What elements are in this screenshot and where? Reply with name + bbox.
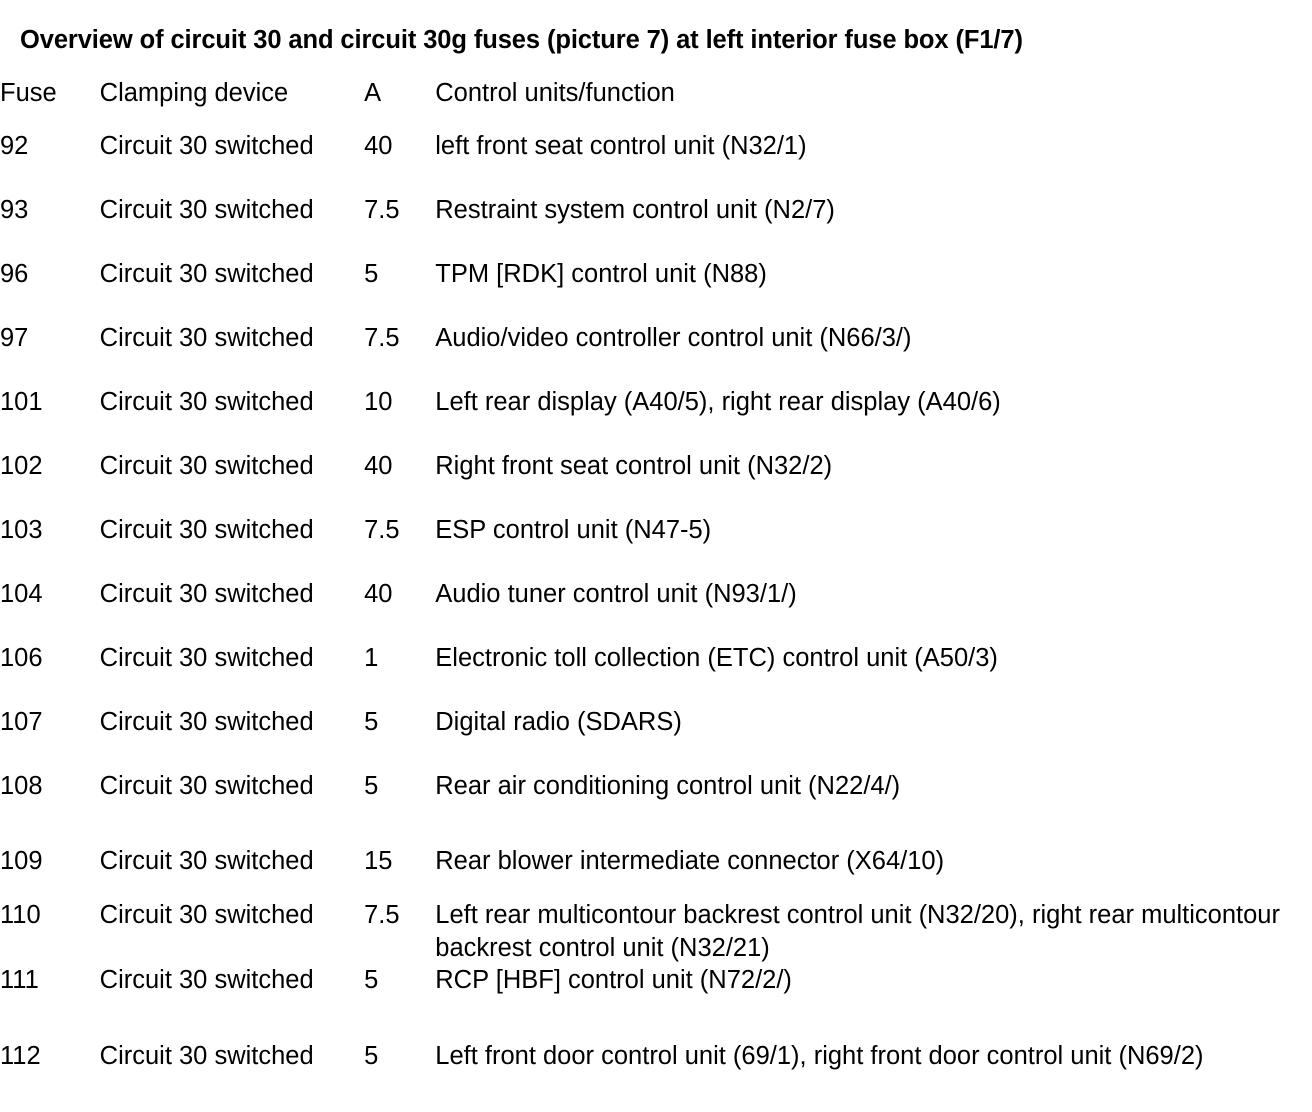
- cell-function: Left rear display (A40/5), right rear di…: [435, 388, 1001, 416]
- table-row: 97 Circuit 30 switched 7.5 Audio/video cont…: [0, 323, 1312, 387]
- cell-fuse: 107: [0, 708, 43, 736]
- table-row: 102 Circuit 30 switched 40 Right front seat…: [0, 451, 1312, 515]
- table-row: 104 Circuit 30 switched 40 Audio tuner cont…: [0, 579, 1312, 643]
- table-row: 92 Circuit 30 switched 40 left front seat c…: [0, 131, 1312, 195]
- table-row: 106 Circuit 30 switched 1 Electronic toll c…: [0, 643, 1312, 707]
- fuse-table: Fuse Clamping device A Control units/fun…: [0, 78, 1312, 1093]
- cell-fuse: 106: [0, 644, 43, 672]
- table-header-row: Fuse Clamping device A Control units/fun…: [0, 78, 1312, 131]
- cell-fuse: 104: [0, 580, 43, 608]
- cell-amperage: 5: [364, 708, 379, 736]
- cell-amperage: 40: [364, 452, 393, 480]
- table-row: 93 Circuit 30 switched 7.5 Restraint system…: [0, 195, 1312, 259]
- table-row: 112 Circuit 30 switched 5 Left front door c…: [0, 1029, 1312, 1093]
- table-row: 108 Circuit 30 switched 5 Rear air conditio…: [0, 771, 1312, 835]
- cell-fuse: 103: [0, 516, 43, 544]
- table-header: Fuse Clamping device A Control units/fun…: [0, 78, 1312, 131]
- cell-amperage: 40: [364, 580, 393, 608]
- cell-amperage: 5: [364, 966, 379, 994]
- cell-function: Audio tuner control unit (N93/1/): [435, 580, 797, 608]
- table-row: 109 Circuit 30 switched 15 Rear blower inte…: [0, 835, 1312, 899]
- cell-function: Left front door control unit (69/1), rig…: [435, 1042, 1204, 1070]
- cell-amperage: 7.5: [364, 196, 400, 224]
- cell-clamping-device: Circuit 30 switched: [99, 847, 314, 875]
- cell-function: Electronic toll collection (ETC) control…: [435, 644, 998, 672]
- column-header-clamping-device: Clamping device: [99, 79, 289, 107]
- cell-clamping-device: Circuit 30 switched: [99, 132, 314, 160]
- cell-fuse: 110: [0, 901, 41, 929]
- table-row: 110 Circuit 30 switched 7.5 Left rear multi…: [0, 899, 1312, 965]
- table-row: 96 Circuit 30 switched 5 TPM [RDK] control …: [0, 259, 1312, 323]
- cell-clamping-device: Circuit 30 switched: [99, 901, 314, 929]
- cell-fuse: 101: [0, 388, 43, 416]
- table-row: 101 Circuit 30 switched 10 Left rear displa…: [0, 387, 1312, 451]
- table-row: 103 Circuit 30 switched 7.5 ESP control uni…: [0, 515, 1312, 579]
- cell-amperage: 5: [364, 260, 379, 288]
- cell-amperage: 7.5: [364, 901, 400, 929]
- cell-amperage: 10: [364, 388, 393, 416]
- cell-function: Digital radio (SDARS): [435, 708, 682, 736]
- cell-clamping-device: Circuit 30 switched: [99, 580, 314, 608]
- cell-function: Restraint system control unit (N2/7): [435, 196, 835, 224]
- cell-function: TPM [RDK] control unit (N88): [435, 260, 767, 288]
- cell-function: Rear blower intermediate connector (X64/…: [435, 847, 945, 875]
- cell-function: left front seat control unit (N32/1): [435, 132, 807, 160]
- table-row: 111 Circuit 30 switched 5 RCP [HBF] control…: [0, 965, 1312, 1029]
- column-header-amperage: A: [364, 79, 382, 107]
- cell-amperage: 7.5: [364, 516, 400, 544]
- cell-amperage: 1: [364, 644, 379, 672]
- cell-clamping-device: Circuit 30 switched: [99, 324, 314, 352]
- cell-clamping-device: Circuit 30 switched: [99, 644, 314, 672]
- cell-function: RCP [HBF] control unit (N72/2/): [435, 966, 792, 994]
- cell-clamping-device: Circuit 30 switched: [99, 516, 314, 544]
- cell-amperage: 40: [364, 132, 393, 160]
- page-title: Overview of circuit 30 and circuit 30g f…: [20, 26, 1023, 55]
- cell-fuse: 102: [0, 452, 43, 480]
- cell-fuse: 112: [0, 1042, 41, 1070]
- cell-clamping-device: Circuit 30 switched: [99, 388, 314, 416]
- cell-amperage: 15: [364, 847, 393, 875]
- column-header-function: Control units/function: [435, 79, 675, 107]
- cell-fuse: 108: [0, 772, 43, 800]
- cell-clamping-device: Circuit 30 switched: [99, 708, 314, 736]
- cell-clamping-device: Circuit 30 switched: [99, 966, 314, 994]
- cell-clamping-device: Circuit 30 switched: [99, 260, 314, 288]
- cell-function: Audio/video controller control unit (N66…: [435, 324, 912, 352]
- cell-function: Right front seat control unit (N32/2): [435, 452, 833, 480]
- cell-clamping-device: Circuit 30 switched: [99, 1042, 314, 1070]
- cell-clamping-device: Circuit 30 switched: [99, 452, 314, 480]
- table-row: 107 Circuit 30 switched 5 Digital radio (SD…: [0, 707, 1312, 771]
- column-header-fuse: Fuse: [0, 79, 57, 107]
- cell-clamping-device: Circuit 30 switched: [99, 196, 314, 224]
- cell-fuse: 109: [0, 847, 43, 875]
- cell-amperage: 5: [364, 772, 379, 800]
- cell-amperage: 7.5: [364, 324, 400, 352]
- cell-amperage: 5: [364, 1042, 379, 1070]
- cell-function: ESP control unit (N47-5): [435, 516, 712, 544]
- cell-function: Left rear multicontour backrest control …: [435, 901, 1280, 962]
- cell-fuse: 92: [0, 132, 29, 160]
- cell-fuse: 111: [0, 966, 39, 994]
- cell-function: Rear air conditioning control unit (N22/…: [435, 772, 901, 800]
- cell-fuse: 96: [0, 260, 29, 288]
- cell-clamping-device: Circuit 30 switched: [99, 772, 314, 800]
- cell-fuse: 93: [0, 196, 29, 224]
- cell-fuse: 97: [0, 324, 29, 352]
